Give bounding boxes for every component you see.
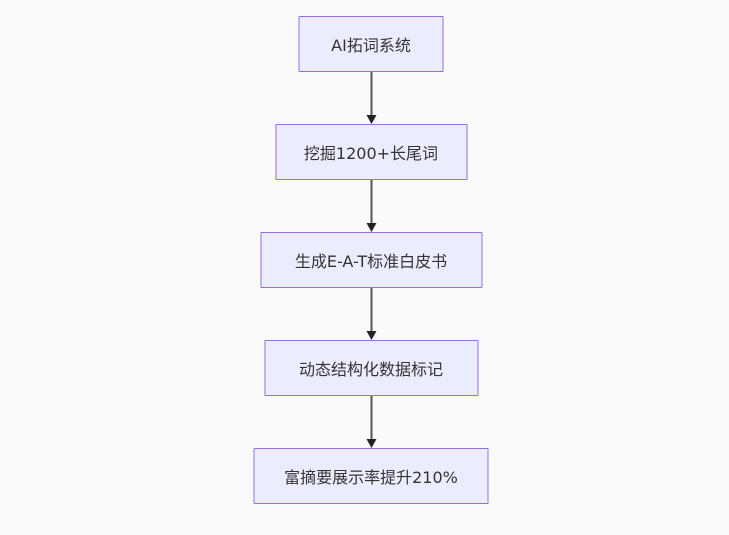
arrow-head-icon: [366, 331, 376, 340]
flowchart: AI拓词系统挖掘1200+长尾词生成E-A-T标准白皮书动态结构化数据标记富摘要…: [253, 16, 489, 504]
arrow-shaft: [370, 396, 372, 439]
flow-node-label: 动态结构化数据标记: [298, 360, 443, 379]
flow-node-label: 挖掘1200+长尾词: [303, 144, 439, 163]
arrow-head-icon: [366, 439, 376, 448]
flow-node-label: 生成E-A-T标准白皮书: [294, 252, 448, 271]
arrow-head-icon: [366, 115, 376, 124]
flow-node-label: 富摘要展示率提升210%: [284, 468, 458, 487]
flow-node: 生成E-A-T标准白皮书: [260, 232, 482, 288]
arrow-shaft: [370, 72, 372, 115]
arrow-down: [366, 180, 376, 232]
arrow-down: [366, 396, 376, 448]
flow-node: 挖掘1200+长尾词: [275, 124, 467, 180]
arrow-down: [366, 72, 376, 124]
arrow-head-icon: [366, 223, 376, 232]
flow-node: AI拓词系统: [298, 16, 444, 72]
flow-node-label: AI拓词系统: [331, 36, 411, 55]
flow-node: 富摘要展示率提升210%: [253, 448, 489, 504]
flow-node: 动态结构化数据标记: [264, 340, 478, 396]
arrow-shaft: [370, 180, 372, 223]
arrow-down: [366, 288, 376, 340]
arrow-shaft: [370, 288, 372, 331]
